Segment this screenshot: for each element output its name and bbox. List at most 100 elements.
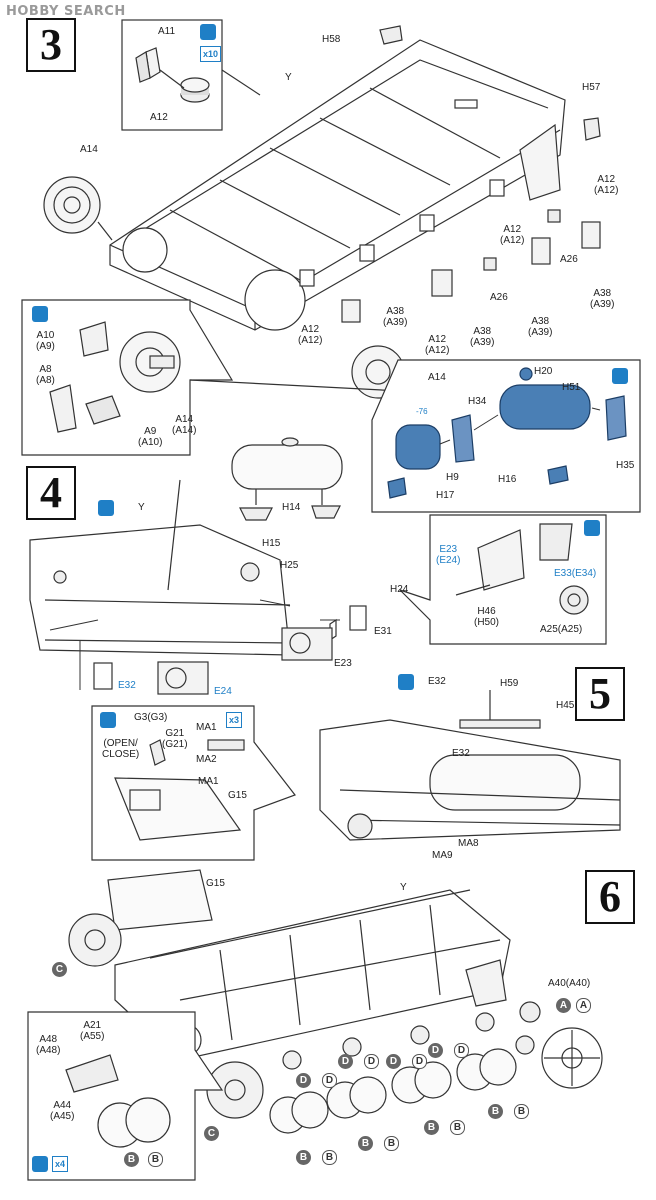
label-e23-detail: E23(E24) [436,544,461,566]
label-y-step6: Y [400,882,407,893]
label-a9: A9(A10) [138,426,163,448]
badge-c: C [204,1126,219,1141]
step6-rear-bracket [465,959,507,1007]
badge-c: C [52,962,67,977]
label-a12-right: A12(A12) [594,174,619,196]
part-h57 [583,117,601,141]
label-a12-lo2: A12(A12) [425,334,450,356]
label-a26-a: A26 [560,254,578,265]
idler-a [541,1027,603,1089]
label-y-step4: Y [138,502,145,513]
badge-d: D [428,1043,443,1058]
quantity-badge: x3 [226,712,243,728]
road-wheels [269,1048,517,1134]
label-h46: H46(H50) [474,606,500,628]
label-e32: E32 [118,680,136,691]
return-rollers [282,1012,535,1070]
muffler-h16 [547,465,569,485]
label-e33: E33(E34) [554,568,597,579]
glue-icon [32,1156,48,1172]
label-a14-bottom: A14 [428,372,446,383]
label-h17: H17 [436,490,455,501]
label-ma1b: MA1 [198,776,219,787]
badge-d: D [296,1073,311,1088]
label-e24: E24 [214,686,232,697]
label-a26-b: A26 [490,292,508,303]
label-a48: A48(A48) [36,1034,61,1056]
detail-a14 [119,331,181,393]
label-a38-c: A38(A39) [470,326,495,348]
muffler-h20 [519,367,533,381]
label-h15: H15 [262,538,281,549]
badge-d-paren: D [454,1043,469,1058]
glue-icon [584,520,600,536]
label-a14: A14 [80,144,98,155]
hull-step5 [319,690,621,841]
watermark: HOBBY SEARCH [6,4,126,19]
label-a21: A21(A55) [80,1020,105,1042]
badge-d: D [386,1054,401,1069]
label-h34: H34 [468,396,487,407]
part-e32-step4 [93,662,113,690]
step5-inset-plate [114,739,245,841]
badge-b: B [124,1152,139,1167]
badge-d-paren: D [412,1054,427,1069]
label-a8: A8(A8) [36,364,55,386]
step-number-6: 6 [585,870,635,924]
label-a44: A44(A45) [50,1100,75,1122]
badge-b-paren: B [148,1152,163,1167]
label-h25: H25 [280,560,299,571]
step-number-4: 4 [26,466,76,520]
part-a40 [519,1001,541,1023]
muffler-h17 [387,477,407,499]
badge-a: A [556,998,571,1013]
label-e23: E23 [334,658,352,669]
badge-d-paren: D [364,1054,379,1069]
badge-a-paren: A [576,998,591,1013]
quantity-badge: x10 [200,46,222,62]
glue-icon [612,368,628,384]
glue-icon [32,306,48,322]
badge-b-paren: B [322,1150,337,1165]
label-g21: G21(G21) [162,728,188,750]
label-a38-b: A38(A39) [528,316,553,338]
arrow [473,414,499,431]
label-a25: A25(A25) [540,624,583,635]
label-a10: A10(A9) [36,330,55,352]
label-a14-detail: A14(A14) [172,414,197,436]
label-h57: H57 [582,82,601,93]
label-h20: H20 [534,366,553,377]
step4-gearbox [281,627,333,661]
quantity-badge: x4 [52,1156,69,1172]
badge-d: D [338,1054,353,1069]
label-h9: H9 [446,472,459,483]
label-h58: H58 [322,34,341,45]
label-h35: H35 [616,460,635,471]
part-a14-left [43,176,113,241]
label-a40: A40(A40) [548,978,591,989]
label-h14: H14 [282,502,301,513]
glue-icon [200,24,216,40]
glue-icon [398,674,414,690]
label-a38-d: A38(A39) [383,306,408,328]
badge-d-paren: D [322,1073,337,1088]
badge-b-paren: B [514,1104,529,1119]
step4-muffler [231,437,343,521]
muffler-h35 [605,395,627,441]
muffler-h51 [499,384,591,430]
label-h59: H59 [500,678,519,689]
label-h51: H51 [562,382,581,393]
label-a11: A11 [158,26,176,37]
step4-gearbox-2 [157,661,209,695]
label-open-close: (OPEN/CLOSE) [102,738,140,760]
label-a38-a: A38(A39) [590,288,615,310]
step6-plate [107,869,213,931]
label-e32-top: E32 [428,676,446,687]
muffler-h34 [451,414,475,463]
inset-wheels [65,1054,171,1148]
sprocket-c-top [68,913,122,967]
glue-icon [98,500,114,516]
step-number-3: 3 [26,18,76,72]
badge-b: B [296,1150,311,1165]
